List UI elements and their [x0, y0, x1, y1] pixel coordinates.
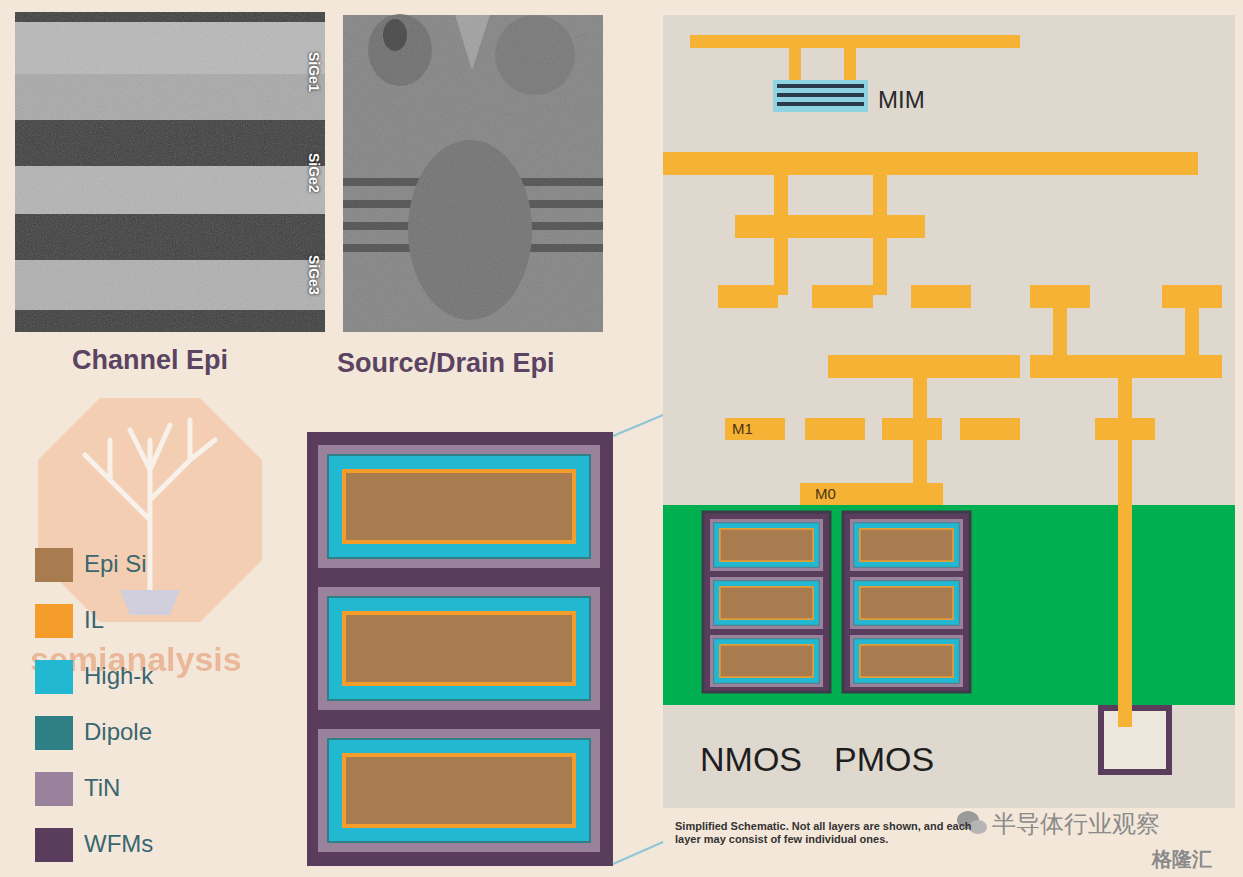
legend-swatch — [35, 716, 73, 750]
sheet-layer — [346, 473, 572, 540]
sheet-layer — [859, 644, 954, 678]
sheet-layer — [710, 519, 823, 571]
sheet-layer — [327, 596, 591, 701]
sheet-layer — [346, 757, 572, 824]
nanosheet-zoom — [307, 432, 613, 866]
legend-swatch — [35, 548, 73, 582]
zoom-line — [613, 842, 663, 864]
legend-text: Epi Si — [84, 550, 147, 578]
sheet-layer — [346, 615, 572, 682]
sheet-layer — [859, 528, 954, 562]
sheet-layer — [710, 635, 823, 687]
caption: Simplified Schematic. Not all layers are… — [675, 820, 980, 846]
device-label: NMOS — [700, 740, 802, 779]
layer-label: SiGe1 — [306, 52, 322, 92]
sheet-layer — [853, 638, 959, 683]
panel-title: Source/Drain Epi — [337, 348, 555, 379]
panel-title: Channel Epi — [72, 345, 228, 376]
zoom-line — [613, 415, 663, 436]
sheet-layer — [318, 445, 600, 568]
source-drain-tem — [343, 14, 603, 332]
sheet-layer — [342, 753, 576, 828]
mim-capacitor — [773, 80, 868, 112]
sheet-layer — [854, 639, 959, 683]
layer-label: SiGe3 — [306, 255, 322, 295]
legend-text: Dipole — [84, 718, 152, 746]
sheet-layer — [714, 581, 819, 625]
legend-text: TiN — [84, 774, 120, 802]
sheet-layer — [861, 646, 953, 677]
sheet-layer — [850, 577, 963, 629]
sheet-layer — [721, 646, 813, 677]
sheet-layer — [714, 523, 819, 567]
legend-text: IL — [84, 606, 104, 634]
back-end-schematic — [663, 15, 1235, 808]
legend-text: High-k — [84, 662, 153, 690]
device-label: PMOS — [834, 740, 934, 779]
gate-column — [703, 512, 830, 692]
legend-swatch — [35, 772, 73, 806]
sheet-layer — [329, 598, 589, 699]
sheet-layer — [713, 522, 819, 567]
sheet-layer — [721, 530, 813, 561]
sheet-layer — [854, 523, 959, 567]
legend-swatch — [35, 604, 73, 638]
channel-tem — [15, 12, 325, 332]
sheet-layer — [327, 738, 591, 843]
sheet-layer — [721, 588, 813, 619]
legend-text: WFMs — [84, 830, 153, 858]
gate-column — [843, 512, 970, 692]
sheet-layer — [713, 638, 819, 683]
sheet-layer — [850, 519, 963, 571]
sheet-layer — [327, 454, 591, 559]
sheet-layer — [710, 577, 823, 629]
watermark: 格隆汇 — [1152, 846, 1212, 873]
sheet-layer — [318, 729, 600, 852]
sheet-layer — [329, 456, 589, 557]
sheet-layer — [719, 528, 814, 562]
layer-label: SiGe2 — [306, 153, 322, 193]
sheet-layer — [859, 586, 954, 620]
sheet-layer — [719, 586, 814, 620]
sheet-layer — [719, 644, 814, 678]
sheet-layer — [342, 469, 576, 544]
sheet-layer — [853, 522, 959, 567]
part-label: MIM — [878, 86, 925, 114]
sheet-layer — [329, 740, 589, 841]
sheet-layer — [853, 580, 959, 625]
nanosheet-stack — [703, 512, 970, 692]
legend-swatch — [35, 660, 73, 694]
watermark-logo — [38, 398, 262, 622]
sheet-layer — [854, 581, 959, 625]
metal-label: M0 — [815, 485, 836, 502]
watermark: 半导体行业观察 — [992, 808, 1160, 840]
sheet-layer — [318, 587, 600, 710]
sheet-layer — [342, 611, 576, 686]
sheet-layer — [861, 588, 953, 619]
sheet-layer — [713, 580, 819, 625]
sheet-layer — [850, 635, 963, 687]
metal-label: M1 — [732, 420, 753, 437]
legend-swatch — [35, 828, 73, 862]
sheet-layer — [861, 530, 953, 561]
sheet-layer — [714, 639, 819, 683]
